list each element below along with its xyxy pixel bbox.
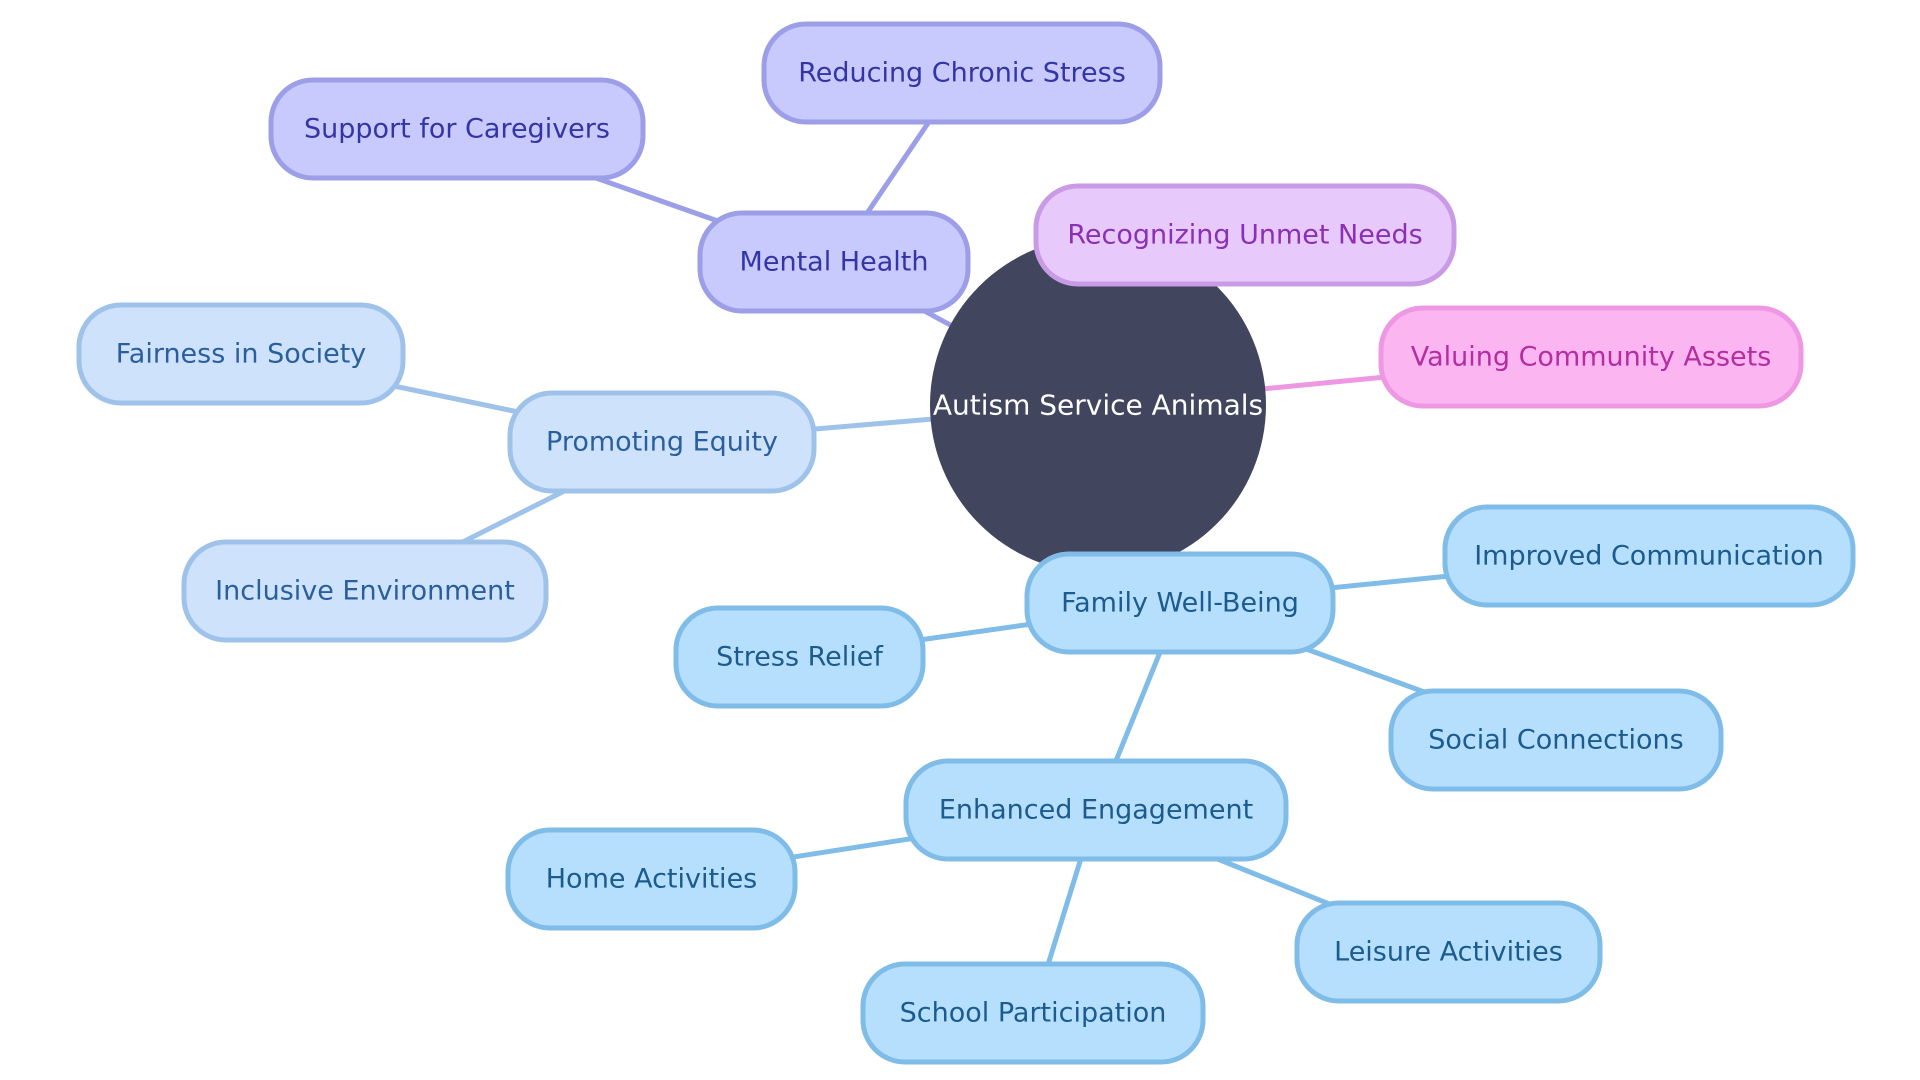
node-social-connections-label: Social Connections <box>1428 725 1683 756</box>
node-reducing-chronic-stress-label: Reducing Chronic Stress <box>798 58 1126 89</box>
topic-nodes: Autism Service Animals Mental Health Reduc… <box>76 21 1856 1065</box>
node-promoting-equity-label: Promoting Equity <box>546 427 778 458</box>
node-family-well-being-box <box>1024 551 1336 655</box>
node-inclusive-environment-box <box>181 539 549 643</box>
node-enhanced-engagement[interactable]: Enhanced Engagement <box>903 758 1289 862</box>
node-home-activities-box <box>505 827 798 931</box>
node-inclusive-environment[interactable]: Inclusive Environment <box>181 539 549 643</box>
node-social-connections[interactable]: Social Connections <box>1388 688 1724 792</box>
node-improved-communication-label: Improved Communication <box>1474 541 1824 572</box>
node-mental-health-label: Mental Health <box>740 247 929 278</box>
node-recognizing-unmet-needs[interactable]: Recognizing Unmet Needs <box>1033 183 1457 287</box>
node-school-participation[interactable]: School Participation <box>860 961 1206 1065</box>
node-center[interactable]: Autism Service Animals <box>930 237 1266 573</box>
node-school-participation-label: School Participation <box>900 998 1167 1029</box>
node-promoting-equity-box <box>507 390 817 494</box>
node-stress-relief-box <box>673 605 926 709</box>
node-valuing-community-assets-label: Valuing Community Assets <box>1411 342 1772 373</box>
node-fairness-in-society-label: Fairness in Society <box>116 339 367 370</box>
node-fairness-in-society[interactable]: Fairness in Society <box>76 302 406 406</box>
node-valuing-community-assets[interactable]: Valuing Community Assets <box>1378 305 1804 409</box>
node-support-for-caregivers-label: Support for Caregivers <box>304 114 610 145</box>
node-fairness-in-society-box <box>76 302 406 406</box>
node-inclusive-environment-label: Inclusive Environment <box>215 576 515 607</box>
node-leisure-activities-box <box>1294 900 1603 1004</box>
node-recognizing-unmet-needs-label: Recognizing Unmet Needs <box>1067 220 1422 251</box>
node-school-participation-box <box>860 961 1206 1065</box>
node-recognizing-unmet-needs-box <box>1033 183 1457 287</box>
node-support-for-caregivers-box <box>268 77 646 181</box>
node-promoting-equity[interactable]: Promoting Equity <box>507 390 817 494</box>
node-center-circle <box>930 237 1266 573</box>
node-home-activities-label: Home Activities <box>546 864 758 895</box>
node-support-for-caregivers[interactable]: Support for Caregivers <box>268 77 646 181</box>
node-social-connections-box <box>1388 688 1724 792</box>
node-mental-health-box <box>697 210 971 314</box>
node-leisure-activities[interactable]: Leisure Activities <box>1294 900 1603 1004</box>
node-improved-communication-box <box>1442 504 1856 608</box>
node-home-activities[interactable]: Home Activities <box>505 827 798 931</box>
node-stress-relief-label: Stress Relief <box>716 642 884 673</box>
node-improved-communication[interactable]: Improved Communication <box>1442 504 1856 608</box>
node-stress-relief[interactable]: Stress Relief <box>673 605 926 709</box>
node-mental-health[interactable]: Mental Health <box>697 210 971 314</box>
node-center-label: Autism Service Animals <box>933 389 1263 422</box>
node-reducing-chronic-stress[interactable]: Reducing Chronic Stress <box>761 21 1163 125</box>
node-enhanced-engagement-label: Enhanced Engagement <box>939 795 1253 826</box>
node-reducing-chronic-stress-box <box>761 21 1163 125</box>
node-enhanced-engagement-box <box>903 758 1289 862</box>
node-family-well-being[interactable]: Family Well-Being <box>1024 551 1336 655</box>
node-family-well-being-label: Family Well-Being <box>1061 588 1299 619</box>
node-valuing-community-assets-box <box>1378 305 1804 409</box>
node-leisure-activities-label: Leisure Activities <box>1334 937 1563 968</box>
